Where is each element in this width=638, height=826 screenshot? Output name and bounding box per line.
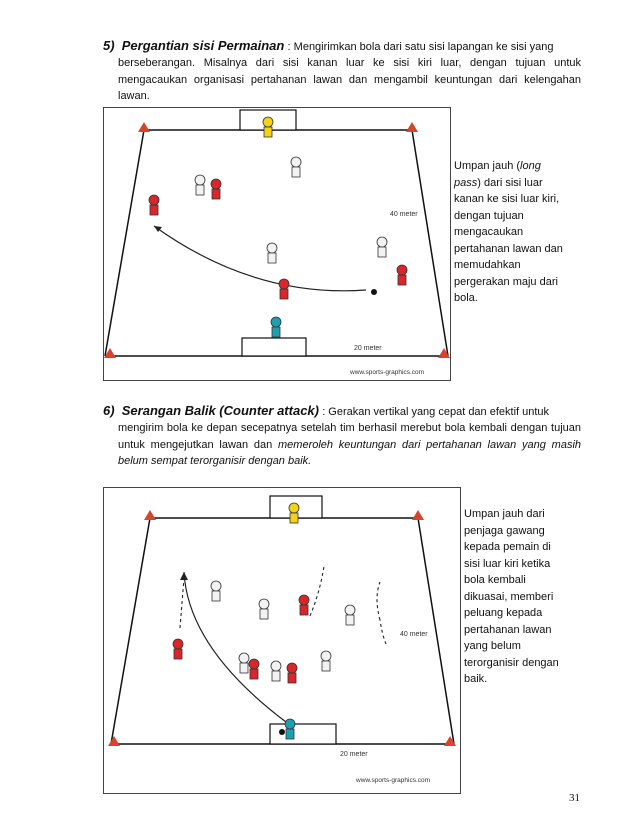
distance-short-label: 20 meter	[354, 345, 382, 352]
pitch-diagram-6: 40 meter 20 meter www.sports-graphics.co…	[108, 495, 456, 784]
section-5-title: Pergantian sisi Permainan	[121, 38, 285, 53]
ball	[371, 289, 377, 295]
section-6-diagram: 40 meter 20 meter www.sports-graphics.co…	[103, 487, 461, 794]
ball	[279, 729, 285, 735]
section-6-body-italic: memeroleh keuntungan dari pertahanan law…	[118, 438, 582, 468]
goalkeeper-teal	[270, 316, 282, 338]
bottom-goal	[241, 337, 307, 357]
section-5-note-part1: Umpan jauh (	[454, 160, 521, 172]
section-5-diagram: 40 meter 20 meter www.sports-graphics.co…	[103, 107, 451, 381]
section-6-number: 6)	[103, 403, 115, 418]
section-6-note: Umpan jauh dari penjaga gawang kepada pe…	[464, 508, 559, 685]
section-6-description: : Gerakan vertikal yang cepat dan efekti…	[322, 406, 550, 418]
keeper-long-pass	[183, 571, 287, 723]
section-5-number: 5)	[103, 38, 115, 53]
section-5-note-italic: long pass	[454, 160, 541, 189]
red-players	[148, 178, 408, 300]
distance-long-label: 40 meter	[390, 211, 418, 218]
section-6-body-plain: mengirim bola ke depan secepatnya setela…	[118, 422, 581, 451]
section-6-title: Serangan Balik (Counter attack)	[121, 403, 319, 418]
section-5-note: Umpan jauh (long pass) dari sisi luar ka…	[454, 158, 570, 307]
goalkeeper-yellow	[262, 116, 274, 138]
red-players	[172, 594, 310, 684]
runs-dashed	[179, 565, 387, 645]
long-pass-line	[153, 225, 367, 292]
white-players	[210, 580, 356, 682]
goalkeeper-yellow	[288, 502, 300, 524]
section-5-note-part2: ) dari sisi luar kanan ke sisi luar kiri…	[454, 176, 563, 305]
credit-label: www.sports-graphics.com	[355, 777, 430, 784]
cone-markers	[104, 122, 450, 358]
credit-label: www.sports-graphics.com	[349, 369, 424, 376]
section-6-body: mengirim bola ke depan secepatnya setela…	[118, 420, 581, 470]
distance-long-label: 40 meter	[400, 631, 428, 638]
goalkeeper-teal	[284, 718, 296, 740]
white-players	[194, 156, 388, 264]
section-6-heading: 6) Serangan Balik (Counter attack) : Ger…	[103, 403, 581, 420]
section-5-description: : Mengirimkan bola dari satu sisi lapang…	[287, 41, 554, 53]
distance-short-label: 20 meter	[340, 751, 368, 758]
section-5-heading: 5) Pergantian sisi Permainan : Mengirimk…	[103, 38, 581, 55]
pitch-diagram-5: 40 meter 20 meter www.sports-graphics.co…	[104, 109, 450, 376]
section-5-body: berseberangan. Misalnya dari sisi kanan …	[118, 57, 581, 102]
cone-markers	[108, 510, 456, 746]
page-number: 31	[569, 792, 580, 804]
